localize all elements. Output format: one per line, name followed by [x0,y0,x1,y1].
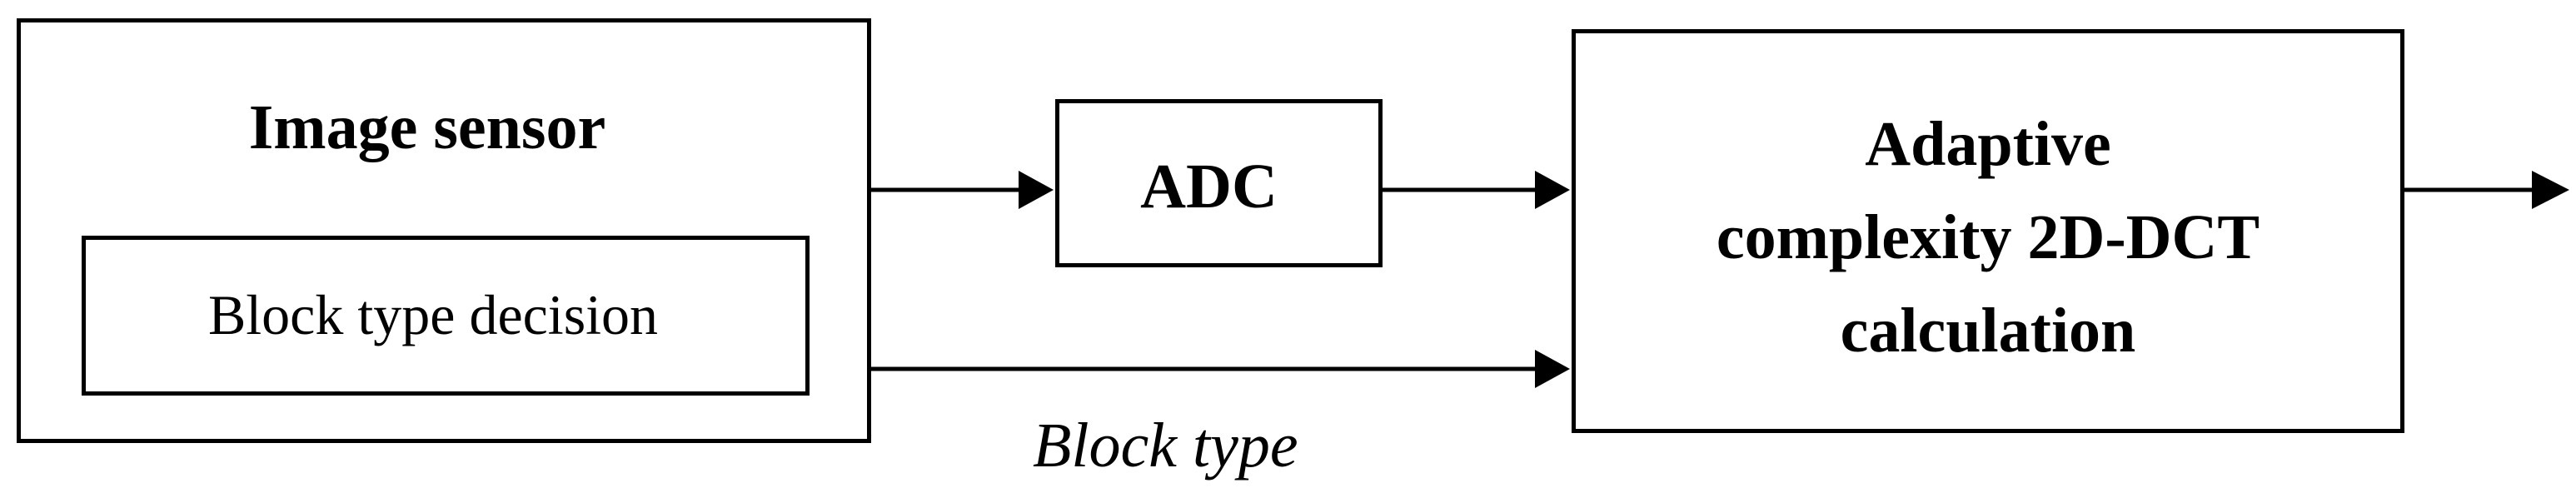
block-type-decision-label: Block type decision [207,283,659,346]
dct-label-line-2: complexity 2D-DCT [1716,202,2260,272]
block-type-decision-box: Block type decision [82,236,810,396]
arrow-sensor-to-adc-head [1019,171,1054,209]
adc-box: ADC [1055,99,1383,267]
arrow-blocktype-head [1535,350,1570,388]
block-type-edge-label: Block type [1033,411,1298,481]
image-sensor-label: Image sensor [248,92,606,162]
dct-box: Adaptive complexity 2D-DCT calculation [1572,29,2404,433]
arrow-output-head [2532,171,2569,209]
adc-label: ADC [1140,152,1278,222]
arrow-adc-to-dct-head [1535,171,1570,209]
dct-label-line-1: Adaptive [1865,109,2111,179]
dct-label-line-3: calculation [1840,296,2136,366]
